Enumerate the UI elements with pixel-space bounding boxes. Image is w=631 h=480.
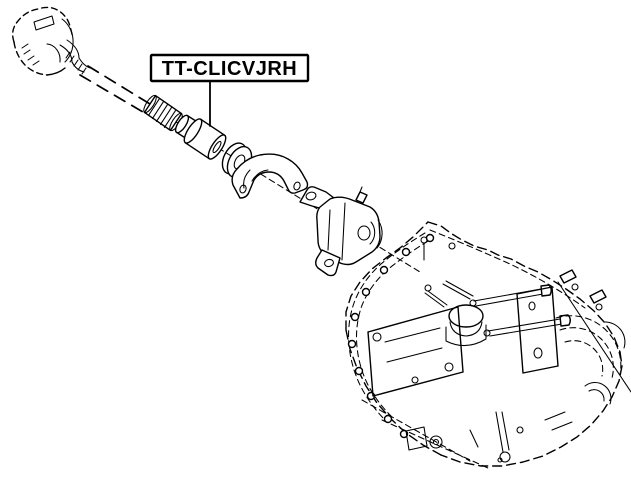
bracket-clamp-drawing	[231, 153, 309, 199]
transmission-housing-drawing	[345, 221, 631, 469]
label-text[interactable]: TT-CLICVJRH	[162, 58, 298, 80]
cv-joint-drawing	[11, 6, 91, 76]
labeled-part-bushing	[174, 114, 227, 160]
case-face-plate	[516, 286, 559, 374]
center-bearing-support-drawing	[299, 186, 383, 277]
case-left-panel	[367, 306, 464, 397]
axle-shaft-drawing	[79, 65, 151, 113]
label-box[interactable]	[149, 53, 310, 83]
differential-housing-arcs	[555, 269, 631, 405]
flange-bolt-bosses	[347, 233, 435, 439]
part-label[interactable]: TT-CLICVJRH	[149, 53, 310, 127]
case-bottom-details	[361, 399, 573, 469]
shift-mechanism	[420, 236, 487, 347]
